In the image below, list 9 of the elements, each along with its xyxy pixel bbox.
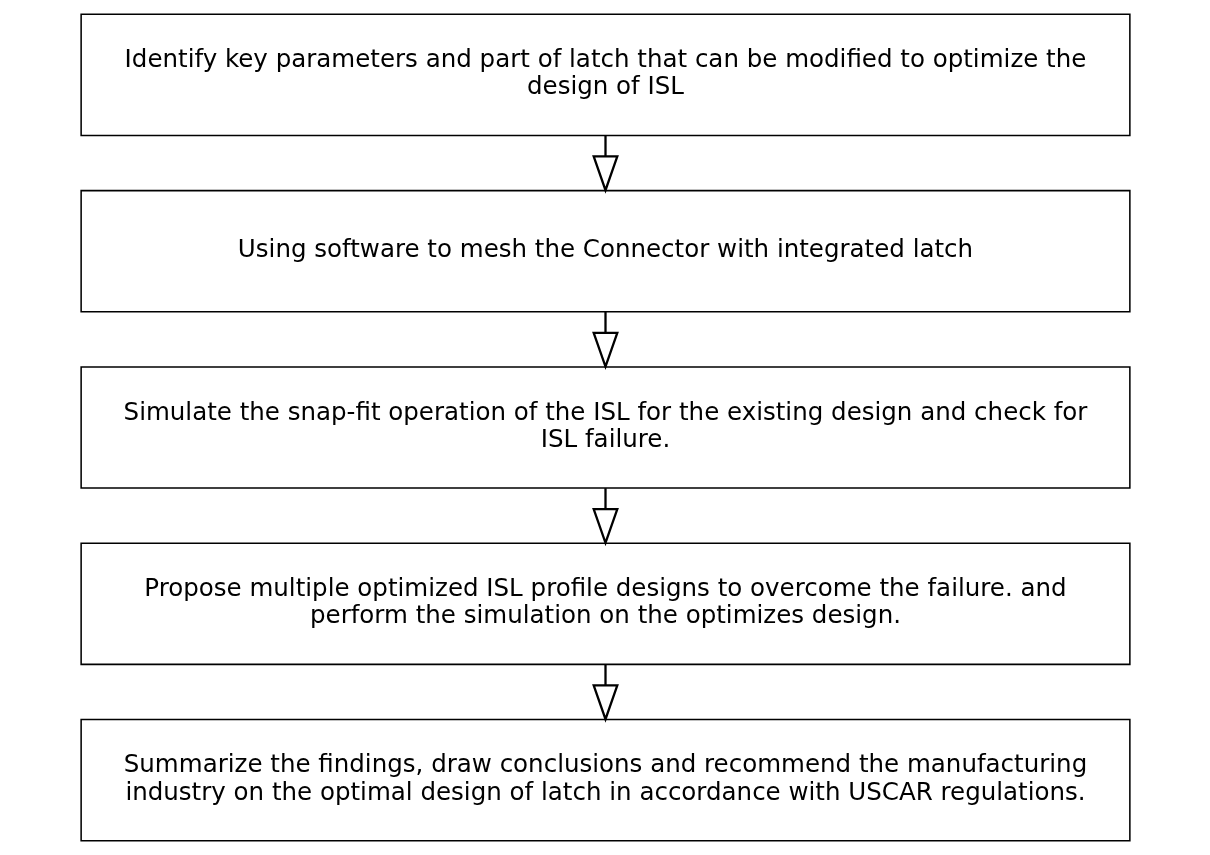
arrow (591, 664, 619, 723)
arrow (591, 311, 619, 370)
node-box: Propose multiple optimized ISL profile designs to overcome the failure. and perform the simulation on the optimizes design. (79, 542, 1131, 666)
arrow (591, 135, 619, 194)
node-box: Identify key parameters and part of latch that can be modified to optimize the design of ISL (79, 13, 1131, 137)
node-box: Simulate the snap-fit operation of the ISL for the existing design and check for ISL failure. (79, 366, 1131, 489)
node-box: Summarize the findings, draw conclusions and recommend the manufacturing industry on the optimal design of latch in accordance with USCAR regulations. (79, 718, 1131, 842)
arrow (591, 488, 619, 547)
node-box: Using software to mesh the Connector with integrated latch (79, 189, 1131, 313)
